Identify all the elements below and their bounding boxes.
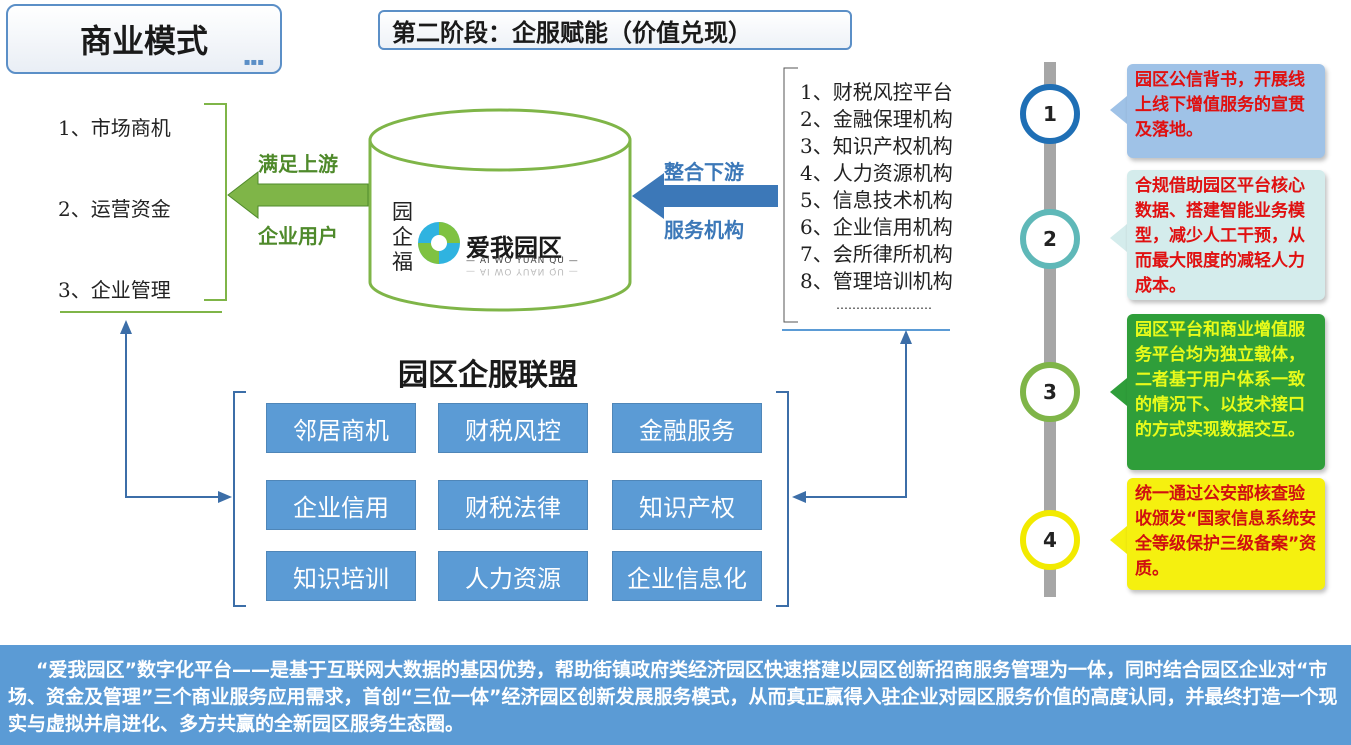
inst-item: 6、企业信用机构 <box>800 215 953 239</box>
corner-icon: ▪▪▪ <box>243 57 264 68</box>
alliance-left-bracket <box>233 391 246 607</box>
step-3-circle: 3 <box>1020 362 1080 422</box>
stage-title: 第二阶段：企服赋能（价值兑现） <box>378 10 852 50</box>
logo-text: 爱我园区 <box>466 234 562 262</box>
step-4-callout: 统一通过公安部核查验收颁发“国家信息系统安全等级保护三级备案”资质。 <box>1127 478 1325 590</box>
service-box: 知识培训 <box>266 551 416 601</box>
vertical-text: 园 企 福 <box>392 200 413 275</box>
service-box: 邻居商机 <box>266 403 416 453</box>
step-2-callout: 合规借助园区平台核心数据、搭建智能业务模型，减少人工干预，从而最大限度的减轻人力… <box>1127 170 1325 300</box>
logo-icon <box>416 220 462 266</box>
service-box: 知识产权 <box>612 480 762 530</box>
left-item-funds: 2、运营资金 <box>58 197 171 221</box>
inst-item: 3、知识产权机构 <box>800 134 953 158</box>
service-box: 财税风控 <box>438 403 588 453</box>
left-connector <box>125 330 224 498</box>
step-1-callout: 园区公信背书，开展线上线下增值服务的宣贯及落地。 <box>1127 64 1325 158</box>
right-blue-arrow <box>632 173 778 219</box>
left-arrow-top-label: 满足上游 <box>258 152 338 176</box>
inst-item: 8、管理培训机构 <box>800 269 953 293</box>
timeline-bar <box>1044 62 1056 597</box>
inst-item: 1、财税风控平台 <box>800 80 953 104</box>
alliance-title: 园区企服联盟 <box>398 358 578 393</box>
step-3-callout: 园区平台和商业增值服务平台均为独立载体，二者基于用户体系一致的情况下、以技术接口… <box>1127 314 1325 470</box>
inst-item: 4、人力资源机构 <box>800 161 953 185</box>
page-title-text: 商业模式 <box>79 22 208 60</box>
left-item-management: 3、企业管理 <box>58 278 171 302</box>
left-item-market: 1、市场商机 <box>58 116 171 140</box>
step-1-circle: 1 <box>1020 84 1080 144</box>
vertical-char: 企 <box>392 225 413 249</box>
alliance-right-bracket <box>776 391 789 607</box>
inst-ellipsis: …………………… <box>836 298 932 312</box>
service-box: 财税法律 <box>438 480 588 530</box>
step-2-circle: 2 <box>1020 209 1080 269</box>
page-title: 商业模式 ▪▪▪ <box>6 4 282 74</box>
right-bracket <box>783 67 798 323</box>
service-box: 金融服务 <box>612 403 762 453</box>
service-box: 企业信用 <box>266 480 416 530</box>
left-bracket <box>204 103 227 301</box>
left-green-arrow <box>227 170 369 220</box>
inst-item: 7、会所律所机构 <box>800 242 953 266</box>
logo-subtitle-reflection: — AI WO YUAN QU — <box>466 266 579 276</box>
inst-item: 2、金融保理机构 <box>800 107 953 131</box>
left-arrow-bottom-label: 企业用户 <box>258 224 338 248</box>
right-arrow-bottom-label: 服务机构 <box>664 218 744 242</box>
vertical-char: 园 <box>392 200 413 224</box>
right-arrow-top-label: 整合下游 <box>664 160 744 184</box>
footer-description: “爱我园区”数字化平台——是基于互联网大数据的基因优势，帮助街镇政府类经济园区快… <box>0 645 1351 745</box>
center-cylinder <box>368 108 632 312</box>
right-connector <box>800 340 907 498</box>
inst-item: 5、信息技术机构 <box>800 188 953 212</box>
logo-subtitle: — AI WO YUAN QU — <box>466 256 579 266</box>
step-4-circle: 4 <box>1020 510 1080 570</box>
service-box: 人力资源 <box>438 551 588 601</box>
service-box: 企业信息化 <box>612 551 762 601</box>
vertical-char: 福 <box>392 250 413 274</box>
